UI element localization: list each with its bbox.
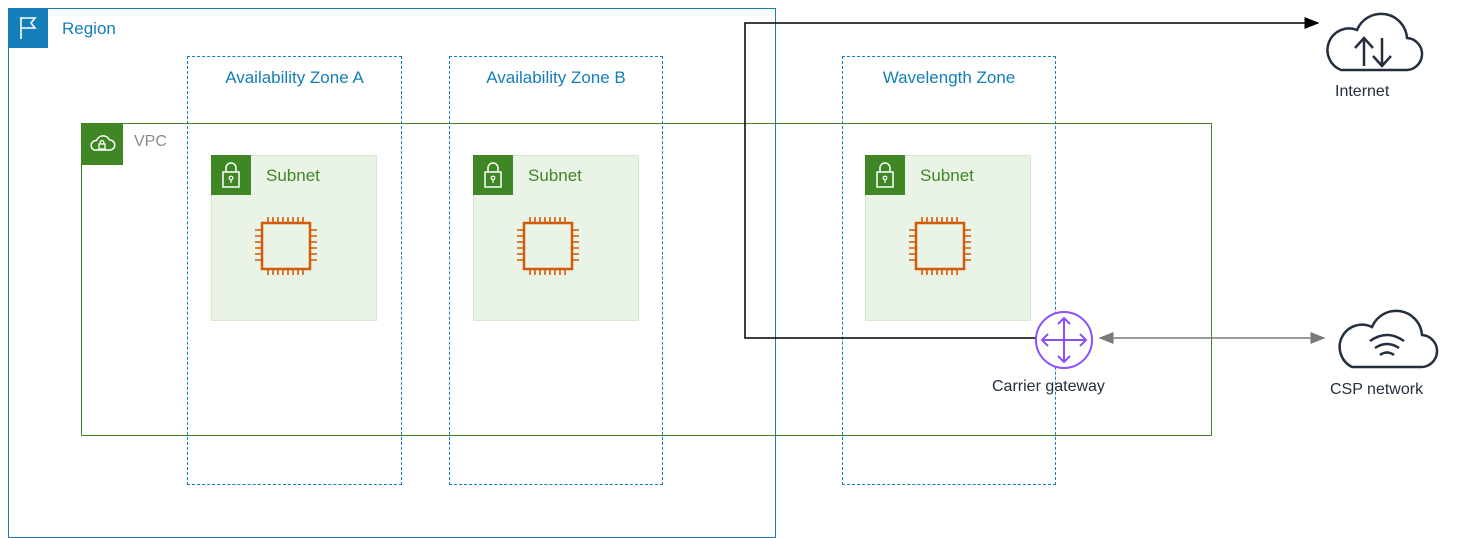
vpc-label: VPC: [134, 133, 167, 150]
zone-label-wavelength: Wavelength Zone: [882, 68, 1016, 87]
wavelength-zone: [842, 56, 1056, 485]
subnet-label-wavelength: Subnet: [920, 166, 974, 185]
ec2-instance-chip-icon: [513, 216, 583, 281]
subnet-label-b: Subnet: [528, 166, 582, 185]
carrier-gateway-label: Carrier gateway: [992, 378, 1105, 395]
csp-network-cloud-icon: [1332, 305, 1442, 378]
internet-label: Internet: [1335, 83, 1390, 100]
padlock-icon: [211, 155, 251, 195]
zone-label-b: Availability Zone B: [486, 68, 626, 87]
carrier-gateway-icon: [1031, 310, 1097, 375]
csp-network-label: CSP network: [1330, 381, 1424, 398]
padlock-icon: [473, 155, 513, 195]
subnet-label-a: Subnet: [266, 166, 320, 185]
flag-icon: [8, 8, 48, 48]
internet-cloud-icon: [1321, 8, 1425, 83]
region-label: Region: [62, 19, 116, 38]
padlock-icon: [865, 155, 905, 195]
availability-zone-b: [449, 56, 663, 485]
zone-label-a: Availability Zone A: [225, 68, 364, 87]
internet-route-line: [744, 17, 1320, 339]
ec2-instance-chip-icon: [251, 216, 321, 281]
vpc-group: [81, 123, 1212, 436]
ec2-instance-chip-icon: [905, 216, 975, 281]
cloud-lock-icon: [81, 123, 123, 165]
availability-zone-a: [187, 56, 402, 485]
